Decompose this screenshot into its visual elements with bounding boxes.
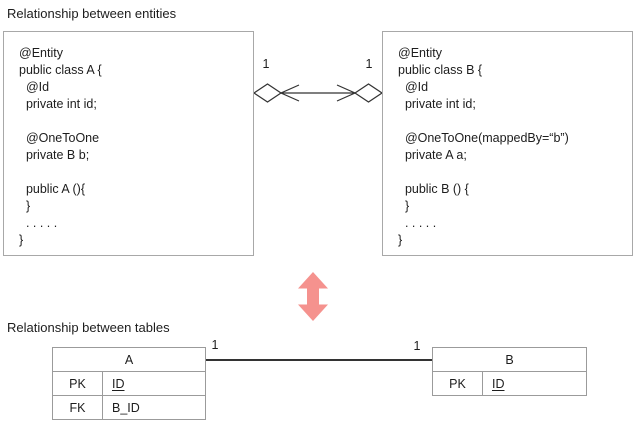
table-a: A PK ID FK B_ID bbox=[52, 347, 206, 420]
code-line: private int id; bbox=[19, 97, 97, 111]
code-line: } bbox=[398, 199, 410, 213]
entities-section-label: Relationship between entities bbox=[7, 6, 177, 21]
code-line: public class A { bbox=[19, 63, 102, 77]
entity-b-box: @Entity public class B { @Id private int… bbox=[382, 31, 633, 256]
key-type-cell: PK bbox=[52, 371, 103, 396]
table-b: B PK ID bbox=[432, 347, 587, 396]
code-line: } bbox=[19, 199, 31, 213]
code-line bbox=[19, 164, 249, 181]
association-connector-icon bbox=[254, 83, 382, 103]
code-line bbox=[19, 113, 249, 130]
code-line: private A a; bbox=[398, 148, 467, 162]
multiplicity-entity-left: 1 bbox=[262, 57, 270, 71]
table-row: FK B_ID bbox=[52, 395, 206, 420]
column-name-cell: B_ID bbox=[102, 395, 206, 420]
entity-b-code: @Entity public class B { @Id private int… bbox=[398, 45, 628, 249]
connector-strokes bbox=[254, 83, 382, 103]
code-line bbox=[398, 164, 628, 181]
code-line: public B () { bbox=[398, 182, 469, 196]
code-line: public A (){ bbox=[19, 182, 86, 196]
code-line: public class B { bbox=[398, 63, 483, 77]
transform-arrow-shape bbox=[298, 272, 328, 321]
multiplicity-table-left: 1 bbox=[211, 338, 219, 352]
code-line: } bbox=[398, 233, 403, 247]
column-name-cell: ID bbox=[482, 371, 587, 396]
table-a-name: A bbox=[52, 347, 206, 372]
table-row: B bbox=[432, 347, 587, 372]
key-type-cell: FK bbox=[52, 395, 103, 420]
code-line: private int id; bbox=[398, 97, 476, 111]
table-b-name: B bbox=[432, 347, 587, 372]
code-line: @OneToOne bbox=[19, 131, 100, 145]
code-line: . . . . . bbox=[19, 216, 58, 230]
entity-a-code: @Entity public class A { @Id private int… bbox=[19, 45, 249, 249]
diamond-left-icon bbox=[254, 83, 283, 103]
multiplicity-entity-right: 1 bbox=[365, 57, 373, 71]
diamond-right-icon bbox=[353, 83, 382, 103]
pk-column-name: ID bbox=[112, 376, 125, 391]
pk-column-name: ID bbox=[492, 376, 505, 391]
code-line: @Id bbox=[19, 80, 50, 94]
key-type-cell: PK bbox=[432, 371, 483, 396]
code-line: private B b; bbox=[19, 148, 90, 162]
table-row: PK ID bbox=[432, 371, 587, 396]
code-line: @Entity bbox=[398, 46, 442, 60]
code-line: @Entity bbox=[19, 46, 63, 60]
code-line: @Id bbox=[398, 80, 429, 94]
tables-section-label: Relationship between tables bbox=[7, 320, 170, 335]
column-name-cell: ID bbox=[102, 371, 206, 396]
code-line bbox=[398, 113, 628, 130]
code-line: } bbox=[19, 233, 24, 247]
code-line: . . . . . bbox=[398, 216, 437, 230]
table-row: PK ID bbox=[52, 371, 206, 396]
transform-double-arrow-icon bbox=[298, 272, 328, 321]
multiplicity-table-right: 1 bbox=[413, 339, 421, 353]
table-relationship-line bbox=[205, 359, 432, 361]
entity-a-box: @Entity public class A { @Id private int… bbox=[3, 31, 254, 256]
code-line: @OneToOne(mappedBy=“b”) bbox=[398, 131, 569, 145]
table-row: A bbox=[52, 347, 206, 372]
